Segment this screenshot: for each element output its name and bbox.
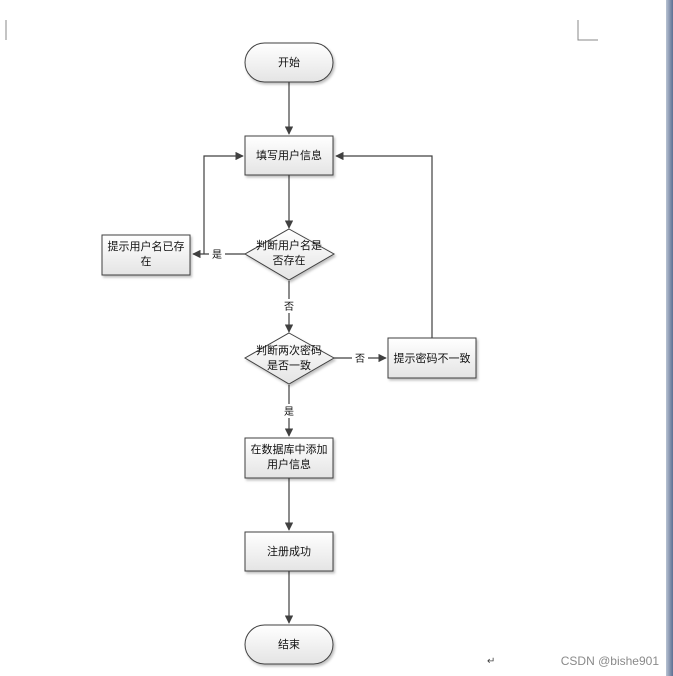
- paragraph-mark: ↵: [487, 656, 496, 667]
- svg-text:是: 是: [212, 249, 222, 261]
- svg-text:判断两次密码: 判断两次密码: [256, 343, 322, 357]
- page-edge-shade: [666, 0, 673, 676]
- svg-text:注册成功: 注册成功: [267, 544, 311, 558]
- username-exists-process: 提示用户名已存 在: [101, 234, 191, 276]
- svg-text:是: 是: [284, 406, 294, 418]
- svg-text:否存在: 否存在: [273, 253, 306, 267]
- fill-user-info-process: 填写用户信息: [244, 135, 334, 176]
- check-username-decision: 判断用户名是 否存在: [244, 228, 336, 281]
- svg-text:否: 否: [355, 353, 365, 365]
- svg-text:结束: 结束: [278, 638, 300, 651]
- edge-mismatch-back-to-fill: [335, 151, 433, 338]
- svg-text:在: 在: [141, 255, 152, 268]
- svg-text:提示用户名已存: 提示用户名已存: [108, 239, 185, 253]
- svg-text:提示密码不一致: 提示密码不一致: [394, 351, 471, 365]
- register-success-process: 注册成功: [244, 531, 334, 572]
- page-corner-marks: [5, 20, 598, 41]
- svg-text:是否一致: 是否一致: [267, 358, 311, 372]
- end-terminal: 结束: [244, 624, 334, 665]
- edge-exists-back-to-fill: [203, 151, 244, 254]
- check-password-decision: 判断两次密码 是否一致: [244, 332, 336, 385]
- password-mismatch-process: 提示密码不一致: [387, 337, 477, 379]
- svg-text:判断用户名是: 判断用户名是: [256, 238, 322, 252]
- svg-text:用户信息: 用户信息: [267, 457, 311, 471]
- edge-label-yes-2: 是: [281, 404, 297, 418]
- add-to-database-process: 在数据库中添加 用户信息: [244, 437, 334, 479]
- edge-label-no-1: 否: [281, 299, 297, 313]
- start-terminal: 开始: [244, 42, 334, 83]
- svg-text:否: 否: [284, 301, 294, 313]
- svg-text:在数据库中添加: 在数据库中添加: [251, 442, 328, 456]
- csdn-watermark: CSDN @bishe901: [560, 654, 659, 668]
- edge-label-no-2: 否: [352, 351, 368, 365]
- svg-text:填写用户信息: 填写用户信息: [256, 148, 322, 162]
- edge-label-yes-1: 是: [209, 247, 225, 261]
- svg-text:开始: 开始: [278, 55, 300, 69]
